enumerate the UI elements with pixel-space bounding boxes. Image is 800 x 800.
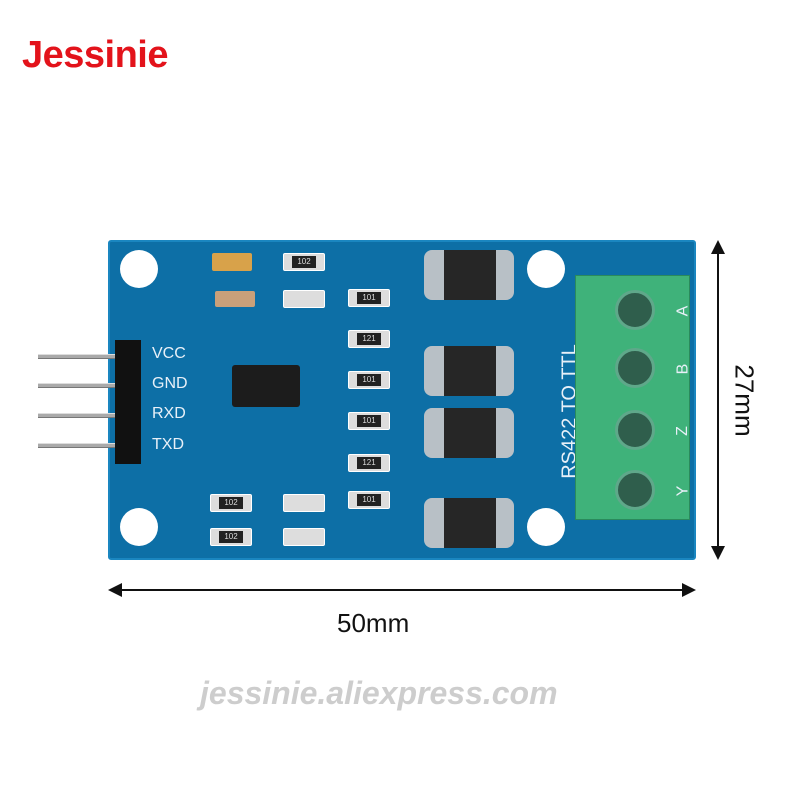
tantalum-capacitor — [212, 253, 252, 271]
mounting-hole — [527, 508, 565, 546]
arrow-down-icon — [711, 546, 725, 560]
resistor: 101 — [348, 371, 390, 389]
header-pin — [38, 413, 123, 418]
resistor: 121 — [348, 454, 390, 472]
watermark: jessinie.aliexpress.com — [200, 675, 558, 711]
mounting-hole — [120, 250, 158, 288]
pin-label-vcc: VCC — [152, 345, 186, 362]
header-pin — [38, 443, 123, 448]
arrow-right-icon — [682, 583, 696, 597]
mounting-hole — [527, 250, 565, 288]
capacitor — [215, 291, 255, 307]
led — [283, 528, 325, 546]
resistor: 101 — [348, 412, 390, 430]
led — [283, 290, 325, 308]
pin-label-txd: TXD — [152, 436, 184, 453]
pin-label-rxd: RXD — [152, 405, 186, 422]
height-dimension-line — [717, 244, 719, 556]
mounting-hole — [120, 508, 158, 546]
height-label: 27mm — [729, 364, 760, 437]
terminal-label-b: B — [674, 363, 692, 375]
terminal-screw — [615, 290, 655, 330]
tvs-diode — [424, 408, 514, 458]
resistor: 121 — [348, 330, 390, 348]
terminal-screw — [615, 348, 655, 388]
tvs-diode — [424, 346, 514, 396]
width-label: 50mm — [337, 608, 410, 638]
resistor: 102 — [283, 253, 325, 271]
width-dimension-line — [112, 589, 692, 591]
brand-logo: Jessinie — [22, 34, 169, 76]
pin-header — [115, 340, 141, 464]
terminal-screw — [615, 410, 655, 450]
terminal-label-z: Z — [673, 426, 691, 436]
resistor: 102 — [210, 528, 252, 546]
resistor: 101 — [348, 491, 390, 509]
transceiver-chip — [232, 365, 300, 407]
header-pin — [38, 383, 123, 388]
terminal-label-a: A — [674, 305, 692, 317]
arrow-up-icon — [711, 240, 725, 254]
header-pin — [38, 354, 123, 359]
resistor: 101 — [348, 289, 390, 307]
terminal-label-y: Y — [674, 485, 692, 497]
terminal-screw — [615, 470, 655, 510]
arrow-left-icon — [108, 583, 122, 597]
tvs-diode — [424, 498, 514, 548]
resistor: 102 — [210, 494, 252, 512]
tvs-diode — [424, 250, 514, 300]
led — [283, 494, 325, 512]
pin-label-gnd: GND — [152, 375, 188, 392]
